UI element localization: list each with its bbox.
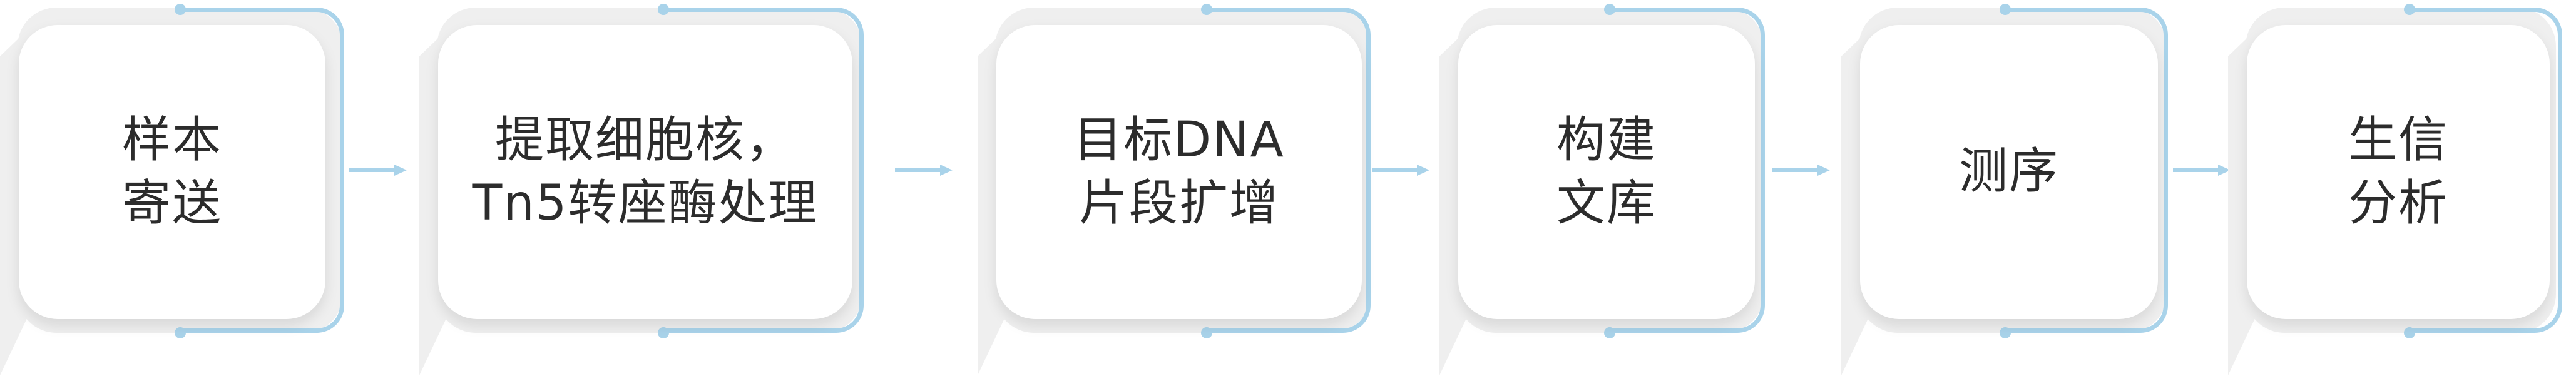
step-label: 样本 寄送 xyxy=(122,109,222,236)
step-card: 目标DNA 片段扩增 xyxy=(996,25,1362,319)
step-top-dot xyxy=(1201,4,1212,15)
step-bottom-dot xyxy=(1604,327,1615,338)
step-sequencing: 测序 xyxy=(1841,0,2192,381)
step-top-dot xyxy=(658,4,669,15)
step-label-line-1: 构建 xyxy=(1556,111,1657,168)
step-label-line-1: 样本 xyxy=(121,111,222,168)
step-bottom-dot xyxy=(2404,327,2415,338)
step-bottom-dot xyxy=(2000,327,2011,338)
step-label-line-2: 文库 xyxy=(1556,175,1657,231)
step-top-dot xyxy=(2000,4,2011,15)
step-card: 测序 xyxy=(1860,25,2158,319)
step-label: 生信 分析 xyxy=(2348,109,2448,236)
step-bottom-dot xyxy=(175,327,186,338)
step-label-line-2: 分析 xyxy=(2348,175,2448,231)
step-top-dot xyxy=(175,4,186,15)
step-label-line-2: 片段扩增 xyxy=(1078,175,1279,231)
step-frame xyxy=(2410,8,2562,333)
arrow-head-icon xyxy=(1417,165,1429,176)
step-label-line-1: 测序 xyxy=(1958,143,2059,200)
step-label: 测序 xyxy=(1959,140,2059,203)
flow-arrow xyxy=(2173,165,2231,176)
step-frame xyxy=(180,8,344,333)
step-card: 生信 分析 xyxy=(2247,25,2550,319)
step-dna-amplification: 目标DNA 片段扩增 xyxy=(978,0,1403,381)
step-label: 提取细胞核， Tn5转座酶处理 xyxy=(473,109,819,236)
step-label-line-2: 寄送 xyxy=(121,175,222,231)
step-label: 构建 文库 xyxy=(1556,109,1657,236)
step-top-dot xyxy=(1604,4,1615,15)
flow-arrow xyxy=(1372,165,1429,176)
step-nuclei-extraction: 提取细胞核， Tn5转座酶处理 xyxy=(419,0,895,381)
arrow-head-icon xyxy=(940,165,953,176)
flow-arrow xyxy=(349,165,407,176)
flow-arrow xyxy=(1772,165,1830,176)
step-frame xyxy=(663,8,864,333)
arrow-head-icon xyxy=(1817,165,1830,176)
step-top-dot xyxy=(2404,4,2415,15)
step-label-line-1: 生信 xyxy=(2348,111,2448,168)
step-card: 样本 寄送 xyxy=(19,25,325,319)
step-frame xyxy=(1207,8,1371,333)
arrow-head-icon xyxy=(394,165,407,176)
step-bottom-dot xyxy=(658,327,669,338)
step-card: 构建 文库 xyxy=(1458,25,1755,319)
step-label-line-2: Tn5转座酶处理 xyxy=(472,175,819,231)
step-label: 目标DNA 片段扩增 xyxy=(1073,109,1285,236)
arrow-head-icon xyxy=(2218,165,2231,176)
step-label-line-1: 目标DNA xyxy=(1073,111,1285,168)
step-sample-shipping: 样本 寄送 xyxy=(0,0,376,381)
flow-arrow xyxy=(895,165,953,176)
step-frame xyxy=(2005,8,2168,333)
step-frame xyxy=(1610,8,1765,333)
step-bottom-dot xyxy=(1201,327,1212,338)
step-bioinformatics-analysis: 生信 分析 xyxy=(2228,0,2576,381)
step-library-construction: 构建 文库 xyxy=(1439,0,1790,381)
step-card: 提取细胞核， Tn5转座酶处理 xyxy=(438,25,852,319)
step-label-line-1: 提取细胞核， xyxy=(494,111,795,168)
